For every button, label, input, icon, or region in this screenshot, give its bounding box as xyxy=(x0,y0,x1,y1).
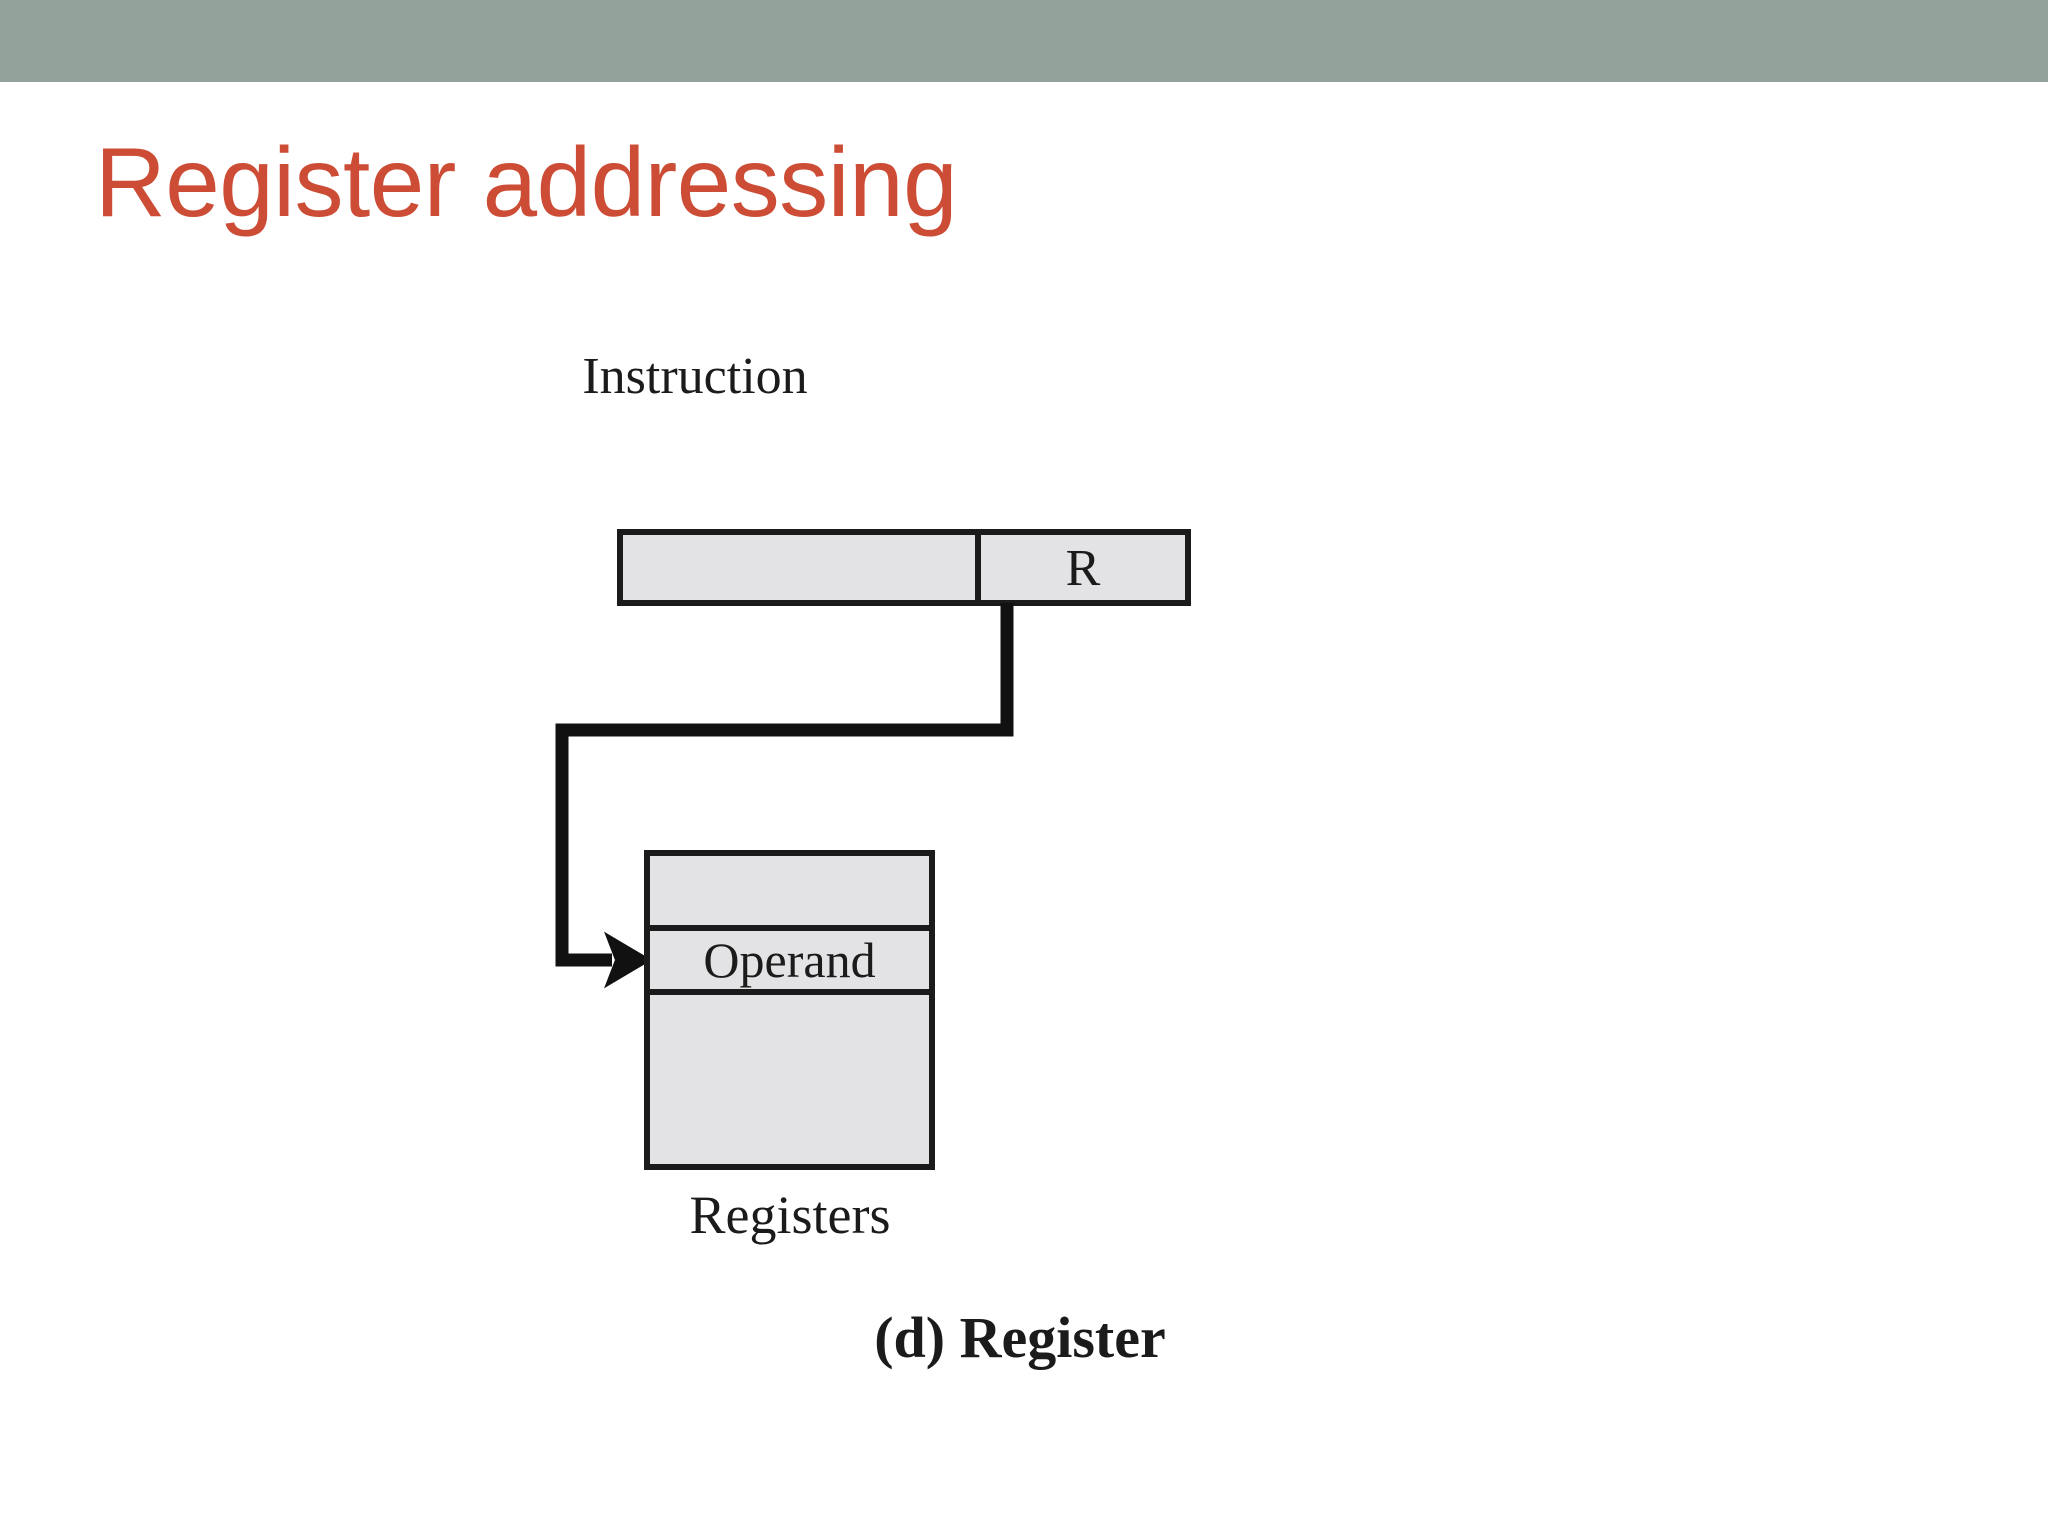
registers-label: Registers xyxy=(689,1185,891,1245)
instruction-register-cell xyxy=(975,529,1191,606)
page-title: Register addressing xyxy=(95,127,958,237)
instruction-opcode-cell xyxy=(617,529,981,606)
registers-block xyxy=(644,850,935,1170)
instruction-label: Instruction xyxy=(582,348,808,405)
registers-row-below xyxy=(644,989,935,1170)
register-to-operand-arrow xyxy=(555,603,1014,989)
figure-caption: (d) Register xyxy=(874,1305,1166,1370)
registers-row-above xyxy=(644,850,935,931)
instruction-register-field-value: R xyxy=(1065,540,1101,597)
instruction-word xyxy=(617,529,1191,606)
registers-operand-value: Operand xyxy=(703,932,876,988)
slide-top-band xyxy=(0,0,2048,82)
